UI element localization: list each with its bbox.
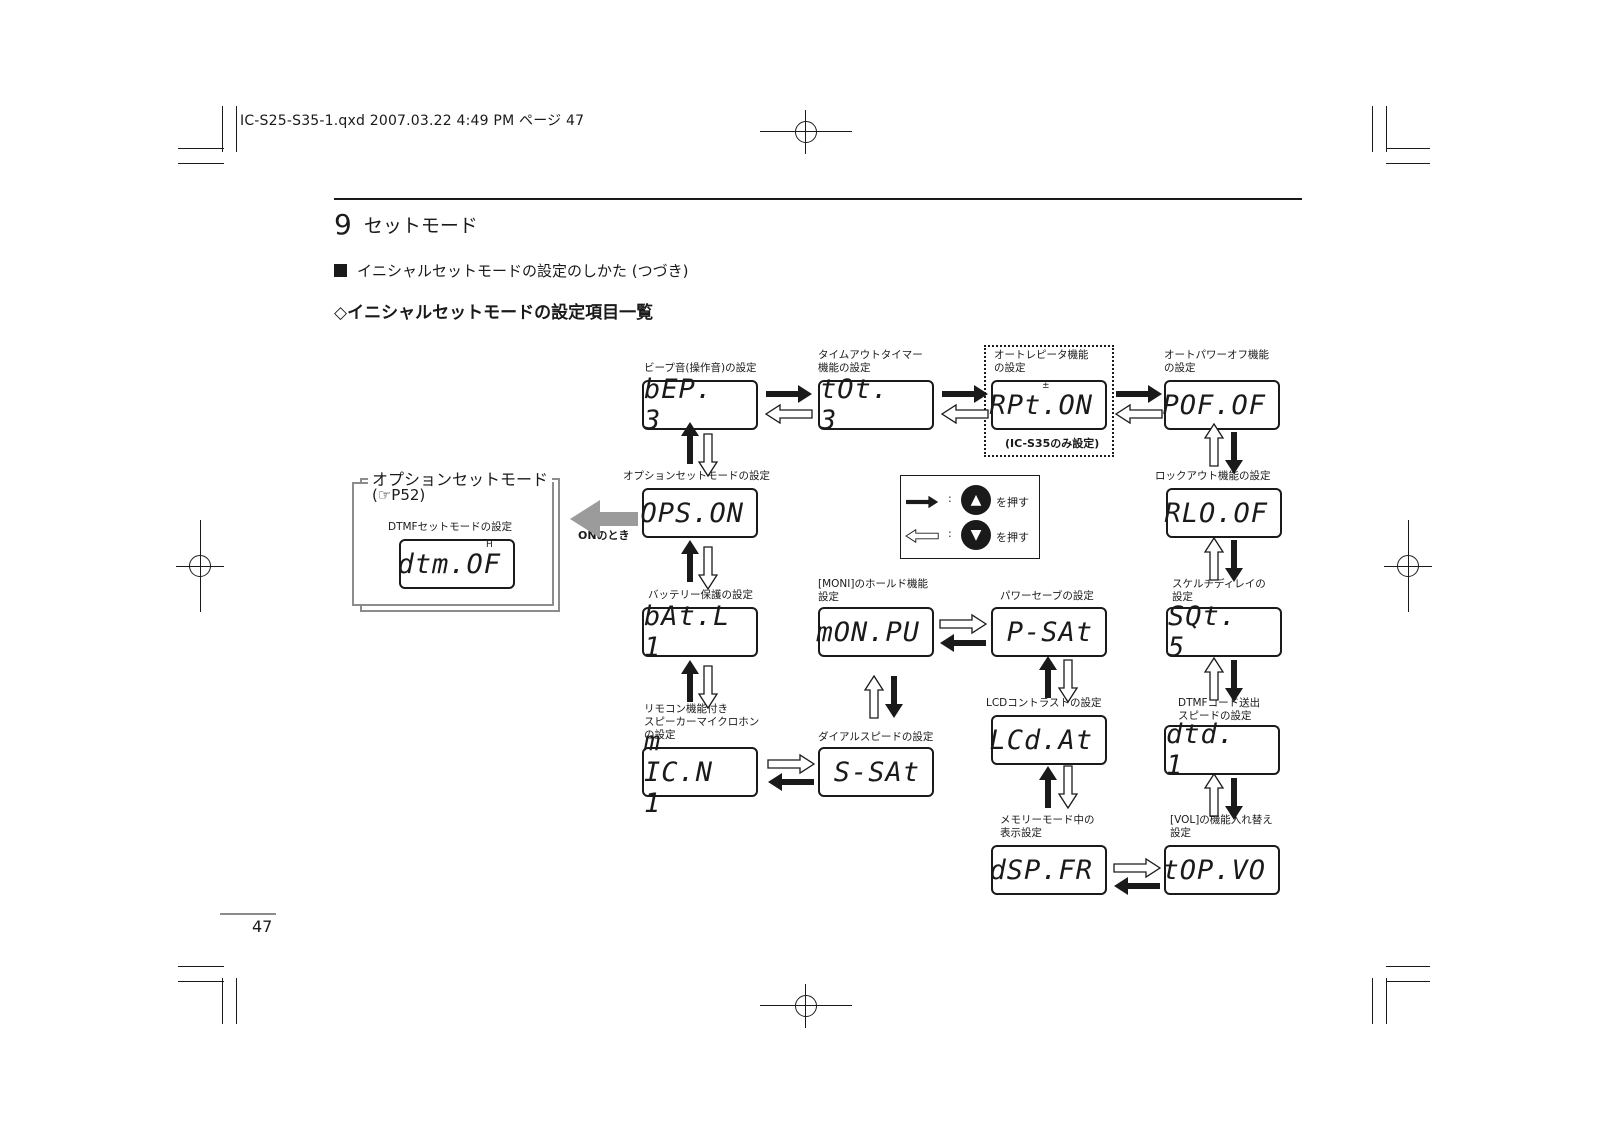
bat-label: バッテリー保護の設定 — [648, 589, 753, 601]
legend-colon-2: : — [948, 527, 952, 540]
crop-mark — [222, 106, 223, 152]
arrow-rpt-pof — [1115, 385, 1163, 424]
top-label: [VOL]の機能入れ替え 設定 — [1170, 814, 1273, 839]
sqt-label: スケルチディレイの 設定 — [1172, 578, 1266, 603]
crop-mark — [178, 981, 224, 982]
legend-filled-text: を押す — [996, 496, 1029, 509]
sqt-lcd: SQt. 5 — [1166, 601, 1282, 663]
dsp-lcd: dSP.FR — [989, 845, 1107, 895]
top-lcd: tOP.VO — [1162, 845, 1280, 895]
tot-label: タイムアウトタイマー 機能の設定 — [818, 349, 923, 374]
pof-label: オートパワーオフ機能 の設定 — [1164, 349, 1269, 374]
bep-lcd: bEP. 3 — [642, 374, 758, 436]
arrow-ssat-mic — [767, 754, 815, 791]
crop-mark — [1372, 978, 1373, 1024]
bep-label: ビープ音(操作音)の設定 — [644, 362, 757, 374]
bat-lcd: bAt.L 1 — [642, 601, 758, 663]
subheading: イニシャルセットモードの設定のしかた (つづき) — [334, 260, 688, 281]
square-bullet-icon — [334, 264, 347, 277]
ops-label: オプションセットモードの設定 — [623, 470, 770, 482]
arrow-dsp-lcd — [1039, 765, 1078, 809]
crop-mark — [1386, 981, 1430, 982]
arrow-bat-ops — [681, 540, 718, 590]
arrow-mon-psav — [939, 614, 987, 652]
registration-mark — [1397, 555, 1419, 577]
registration-mark — [795, 995, 817, 1017]
lcd-label: LCDコントラストの設定 — [986, 697, 1102, 709]
rpt-label: オートレピータ機能 の設定 — [994, 349, 1089, 374]
dtd-label: DTMFコード送出 スピードの設定 — [1178, 697, 1261, 722]
crop-mark — [222, 978, 223, 1024]
psav-lcd: P-SAt — [991, 607, 1107, 657]
crop-mark — [1386, 106, 1387, 152]
lcd-contrast-lcd: LCd.At — [989, 715, 1107, 765]
legend-filled-arrow — [906, 495, 939, 509]
registration-mark — [795, 121, 817, 143]
crop-mark — [1386, 966, 1430, 967]
arrow-dsp-top — [1113, 858, 1161, 895]
legend-hollow-text: を押す — [996, 531, 1029, 544]
rlo-lcd: RLO.OF — [1164, 488, 1282, 538]
on-label: ONのとき — [578, 529, 630, 542]
ops-lcd: OPS.ON — [640, 488, 758, 538]
registration-mark — [189, 555, 211, 577]
rpt-note: (IC-S35のみ設定) — [1005, 437, 1100, 450]
arrow-rlo-sqt — [1204, 537, 1243, 582]
pof-lcd: POF.OF — [1162, 380, 1280, 430]
legend-box — [900, 475, 1040, 559]
dtmf-indicator: H — [486, 540, 493, 550]
crop-mark — [178, 148, 224, 149]
arrow-bep-tot — [765, 385, 813, 424]
option-mode-title: オプションセットモード — [368, 466, 553, 490]
rpt-lcd: RPt.ON — [989, 380, 1107, 430]
on-arrow — [570, 500, 638, 538]
ssat-label: ダイアルスピードの設定 — [818, 731, 934, 743]
option-mode-ref: (☞P52) — [372, 486, 426, 504]
arrow-mic-bat — [681, 660, 718, 709]
down-button-icon: ▼ — [961, 520, 991, 550]
crop-mark — [1372, 106, 1373, 152]
list-heading: ◇イニシャルセットモードの設定項目一覧 — [334, 303, 654, 323]
arrow-ops-bep — [681, 422, 718, 477]
section-number: 9 — [334, 208, 352, 241]
subheading-text: イニシャルセットモードの設定のしかた (つづき) — [357, 262, 689, 280]
psav-label: パワーセーブの設定 — [1000, 590, 1094, 602]
arrow-sqt-dtd — [1204, 657, 1243, 702]
crop-mark — [178, 966, 224, 967]
mon-label: [MONI]のホールド機能 設定 — [818, 578, 928, 603]
arrow-pof-rlo — [1204, 423, 1243, 474]
section-title: 9 セットモード — [334, 208, 478, 241]
print-header: IC-S25-S35-1.qxd 2007.03.22 4:49 PM ページ … — [240, 113, 585, 129]
crop-mark — [236, 978, 237, 1024]
legend-hollow-arrow — [905, 529, 939, 543]
arrow-mon-ssat — [864, 675, 903, 719]
dtmf-mode-label: DTMFセットモードの設定 — [388, 521, 513, 533]
dtd-lcd: dtd. 1 — [1164, 719, 1280, 781]
crop-mark — [1386, 148, 1430, 149]
top-rule — [334, 198, 1302, 200]
mon-lcd: mON.PU — [816, 607, 934, 657]
page-number: 47 — [252, 917, 273, 936]
dsp-label: メモリーモード中の 表示設定 — [1000, 814, 1095, 839]
ssat-lcd: S-SAt — [818, 747, 934, 797]
arrow-lcd-psav — [1039, 656, 1078, 703]
arrow-tot-rpt — [941, 385, 989, 424]
crop-mark — [236, 106, 237, 152]
crop-mark — [178, 163, 224, 164]
section-title-text: セットモード — [363, 215, 478, 237]
rpt-dotted-box — [984, 345, 1114, 457]
crop-mark — [1386, 163, 1430, 164]
tot-lcd: tOt. 3 — [818, 374, 934, 436]
crop-mark — [1386, 978, 1387, 1024]
arrow-dtd-top — [1204, 773, 1243, 820]
legend-colon-1: : — [948, 492, 952, 505]
rlo-label: ロックアウト機能の設定 — [1155, 470, 1271, 482]
dtmf-mode-lcd: dtm.OF — [397, 539, 515, 589]
rpt-indicator: ± — [1042, 381, 1050, 391]
up-button-icon: ▲ — [961, 485, 991, 515]
